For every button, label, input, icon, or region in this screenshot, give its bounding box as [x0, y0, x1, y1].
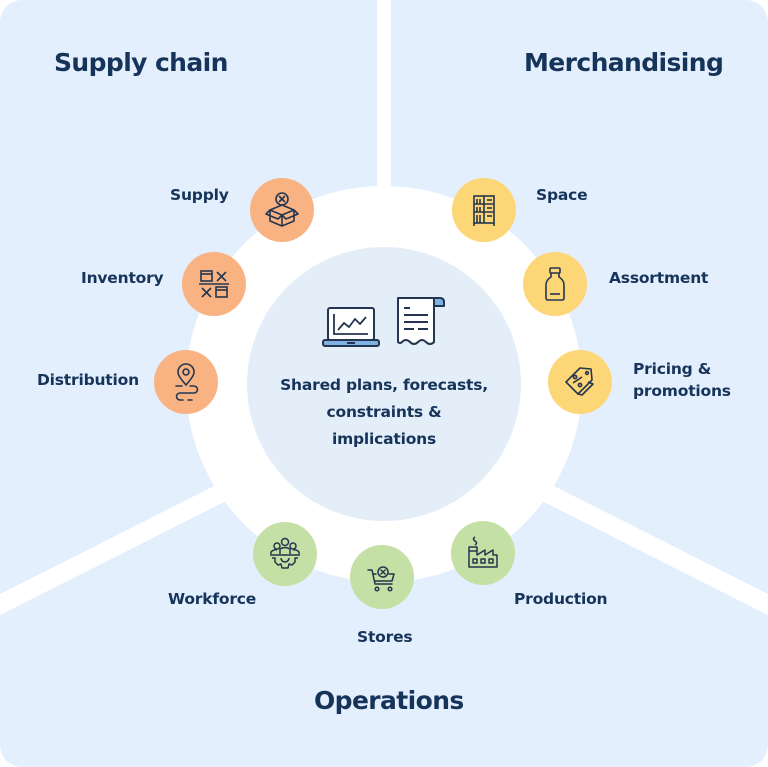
shelf-icon [473, 195, 495, 226]
price-tag-icon [565, 367, 594, 396]
node-assortment [523, 252, 587, 316]
center-circle [247, 247, 521, 521]
node-space [452, 178, 516, 242]
node-inventory [182, 252, 246, 316]
center-text-line: Shared plans, forecasts, [280, 376, 488, 394]
team-gear-icon [270, 537, 300, 569]
center-text: Shared plans, forecasts, constraints & i… [264, 372, 504, 453]
laptop-chart-icon [322, 307, 380, 347]
label-supply: Supply [170, 186, 229, 204]
divider-right [528, 478, 768, 615]
label-line: Pricing & [633, 360, 712, 378]
label-assortment: Assortment [609, 269, 709, 287]
node-production [451, 521, 515, 585]
label-pricing-promotions: Pricing & promotions [633, 358, 731, 402]
label-line: promotions [633, 382, 731, 400]
section-title-supply-chain: Supply chain [54, 48, 228, 77]
node-supply [250, 178, 314, 242]
node-stores [350, 545, 414, 609]
cart-cancel-icon [367, 566, 395, 592]
factory-icon [468, 536, 498, 568]
label-stores: Stores [357, 628, 413, 646]
center-text-line: constraints & [326, 403, 442, 421]
label-inventory: Inventory [81, 269, 164, 287]
route-pin-icon [175, 363, 199, 401]
label-production: Production [514, 590, 608, 608]
section-title-merchandising: Merchandising [524, 48, 724, 77]
node-workforce [253, 522, 317, 586]
label-space: Space [536, 186, 588, 204]
bottle-icon [545, 267, 565, 301]
label-workforce: Workforce [168, 590, 257, 608]
receipt-document-icon [397, 297, 445, 345]
divider-left [0, 478, 240, 615]
section-title-operations: Operations [314, 686, 464, 715]
inventory-grid-icon [199, 270, 229, 298]
center-icons [322, 294, 448, 350]
box-cancel-icon [265, 192, 299, 227]
center-text-line: implications [331, 430, 437, 448]
node-pricing-promotions [548, 350, 612, 414]
node-distribution [154, 350, 218, 414]
label-distribution: Distribution [37, 371, 139, 389]
